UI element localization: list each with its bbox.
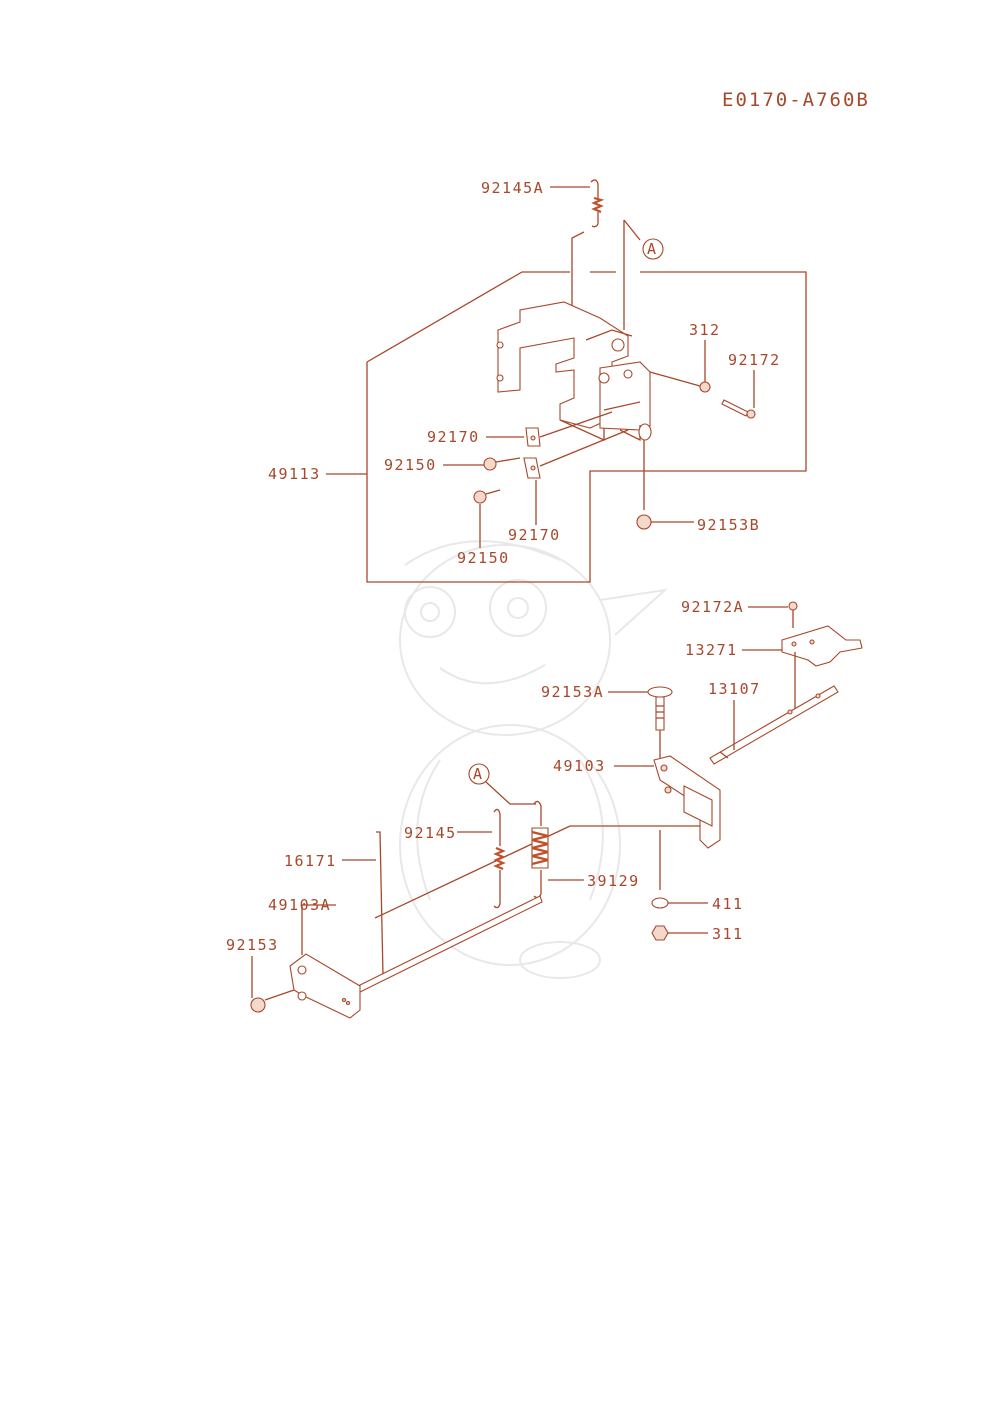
label-92170-bottom: 92170: [508, 526, 561, 544]
part-92150-upper: [443, 457, 521, 471]
part-312: [649, 340, 711, 393]
lower-assembly: A: [250, 601, 863, 1019]
label-92153B: 92153B: [697, 516, 760, 534]
callout-a-lower-label: A: [473, 765, 484, 783]
label-311: 311: [712, 925, 744, 943]
part-92153A: [608, 686, 673, 760]
part-92172: [721, 370, 756, 419]
part-49103: [614, 755, 721, 890]
label-92145: 92145: [404, 824, 457, 842]
part-92172A: [748, 601, 798, 628]
part-411: [651, 897, 708, 909]
label-92172: 92172: [728, 351, 781, 369]
label-92150-top: 92150: [384, 456, 437, 474]
callout-a-top: [642, 238, 664, 260]
label-49103A: 49103A: [268, 896, 331, 914]
label-92145A: 92145A: [481, 179, 544, 197]
part-16171: [342, 831, 384, 979]
callout-a-lower-group: A: [468, 763, 536, 805]
part-92145: [457, 808, 506, 909]
label-16171: 16171: [284, 852, 337, 870]
label-411: 411: [712, 895, 744, 913]
label-92153: 92153: [226, 936, 279, 954]
part-92170-upper: [486, 411, 613, 447]
part-92153B: [636, 423, 694, 530]
label-92170-top: 92170: [427, 428, 480, 446]
callout-a-lower: [468, 763, 490, 785]
part-39129: [531, 800, 584, 899]
part-92153: [250, 956, 295, 1013]
part-92170-lower: [523, 429, 629, 525]
label-49113: 49113: [268, 465, 321, 483]
label-13271: 13271: [685, 641, 738, 659]
label-92172A: 92172A: [681, 598, 744, 616]
spring-92145A: [590, 179, 605, 228]
label-49103: 49103: [553, 757, 606, 775]
part-13271: [742, 625, 863, 710]
label-13107: 13107: [708, 680, 761, 698]
label-312: 312: [689, 321, 721, 339]
part-92150-lower: [473, 489, 501, 548]
part-49103A: [289, 904, 361, 1019]
upper-assembly: A: [326, 179, 807, 583]
diagram-code: E0170-A760B: [722, 89, 870, 111]
label-39129: 39129: [587, 872, 640, 890]
part-labels: 92145A 312 92172 92170 92150 49113 92170…: [226, 179, 781, 954]
part-13107: [709, 685, 839, 765]
watermark-mascot: [399, 540, 669, 979]
label-92150-bottom: 92150: [457, 549, 510, 567]
part-311: [651, 925, 708, 941]
callout-a-top-label: A: [647, 240, 658, 258]
label-92153A: 92153A: [541, 683, 604, 701]
